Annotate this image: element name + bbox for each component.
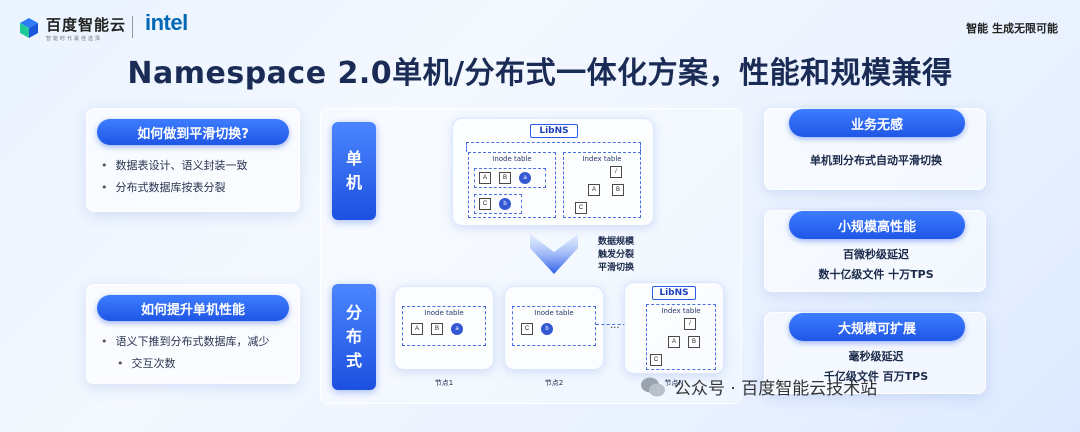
node-caption: 节点2 xyxy=(544,379,564,387)
brand-sub: 智能时代最佳选择 xyxy=(46,36,103,42)
bullet-item: 数据表设计、语义封装一致 xyxy=(101,155,248,177)
panel-heading: 如何提升单机性能 xyxy=(97,295,289,321)
node-root: / xyxy=(684,318,696,330)
card-text: 百微秒级延迟 xyxy=(843,248,909,261)
cube-logo-icon xyxy=(20,18,38,38)
wechat-icon xyxy=(641,377,665,396)
node-2 xyxy=(504,286,604,370)
node-b: B xyxy=(612,184,624,196)
bullet-continuation: 交互次数 xyxy=(101,353,291,375)
card-heading: 小规模高性能 xyxy=(789,211,965,239)
node-c: C xyxy=(650,354,662,366)
inode-row: C b xyxy=(474,194,522,214)
watermark: 公众号 · 百度智能云技术站 xyxy=(640,374,877,399)
panel-heading: 如何做到平滑切换? xyxy=(97,119,289,145)
inode-table: Inode table xyxy=(468,152,556,218)
node-a: A xyxy=(588,184,600,196)
node-b: B xyxy=(431,323,443,335)
card-heading: 大规模可扩展 xyxy=(789,313,965,341)
node-lower-b: b xyxy=(499,198,511,210)
node-lower-a: a xyxy=(451,323,463,335)
card-text: 毫秒级延迟 xyxy=(848,350,904,363)
node-caption: 节点1 xyxy=(434,379,454,387)
libns-connector xyxy=(466,142,641,152)
bullet-item: 分布式数据库按表分裂 xyxy=(101,177,248,199)
libns-label: LibNS xyxy=(652,286,696,300)
index-table: Index table xyxy=(563,152,641,218)
brand-name: 百度智能云 xyxy=(46,16,127,34)
down-arrow-icon xyxy=(530,234,578,274)
left-panel-single-perf: 如何提升单机性能 语义下推到分布式数据库，减少 交互次数 xyxy=(86,284,300,384)
node-lower-a: a xyxy=(519,172,531,184)
index-table: Index table xyxy=(646,304,716,370)
node-root: / xyxy=(610,166,622,178)
node-b: B xyxy=(499,172,511,184)
page-title: Namespace 2.0单机/分布式一体化方案，性能和规模兼得 xyxy=(127,56,953,91)
logo-divider xyxy=(132,16,133,38)
node-link xyxy=(596,324,626,325)
node-lower-b: b xyxy=(541,323,553,335)
node-a: A xyxy=(479,172,491,184)
node-a: A xyxy=(411,323,423,335)
intel-logo: intel xyxy=(145,10,188,35)
node-c: C xyxy=(479,198,491,210)
card-heading: 业务无感 xyxy=(789,109,965,137)
transition-caption: 数据规模 触发分裂 平滑切换 xyxy=(598,237,635,273)
node-b: B xyxy=(688,336,700,348)
card-text: 单机到分布式自动平滑切换 xyxy=(810,154,942,167)
inode-table: Inode table A B a xyxy=(402,306,486,346)
left-panel-smooth-switch: 如何做到平滑切换? 数据表设计、语义封装一致 分布式数据库按表分裂 xyxy=(86,108,300,212)
node-a: A xyxy=(668,336,680,348)
node-1 xyxy=(394,286,494,370)
card-text: 数十亿级文件 十万TPS xyxy=(818,268,934,281)
node-c: C xyxy=(575,202,587,214)
card-text: 千亿级文件 百万TPS xyxy=(823,370,929,383)
inode-table: Inode table C b xyxy=(512,306,596,346)
bullet-item: 语义下推到分布式数据库，减少 xyxy=(101,331,291,353)
distributed-mode-label: 分 布 式 xyxy=(332,284,376,390)
baidu-cloud-logo: 百度智能云 智能时代最佳选择 xyxy=(18,14,126,42)
inode-row: A B a xyxy=(474,168,546,188)
node-c: C xyxy=(521,323,533,335)
right-card-seamless: 业务无感 单机到分布式自动平滑切换 xyxy=(764,108,986,190)
slogan: 智能 生成无限可能 xyxy=(966,22,1058,35)
right-card-large-scale: 大规模可扩展 毫秒级延迟 千亿级文件 百万TPS xyxy=(764,312,986,394)
single-mode-label: 单 机 xyxy=(332,122,376,220)
libns-label: LibNS xyxy=(530,124,578,138)
node-ellipsis: ... xyxy=(610,320,620,331)
right-card-small-scale: 小规模高性能 百微秒级延迟 数十亿级文件 十万TPS xyxy=(764,210,986,292)
node-caption: 节点N xyxy=(664,379,684,387)
